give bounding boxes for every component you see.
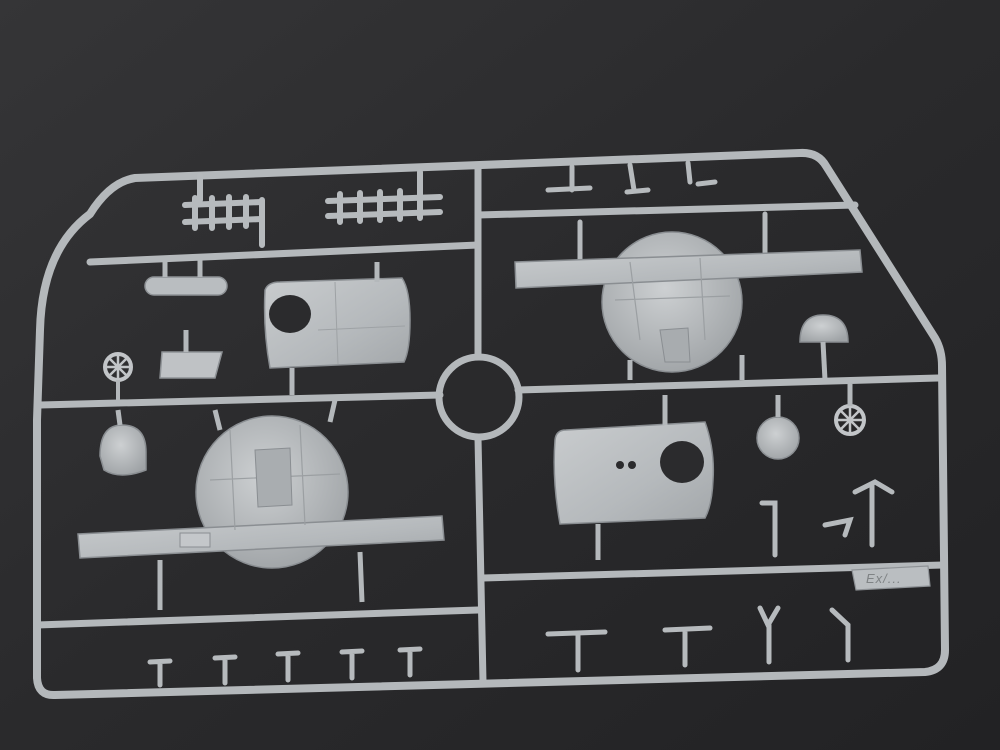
wing-section-right	[514, 231, 863, 380]
handwheel-part	[103, 352, 133, 400]
round-disc-part	[756, 395, 800, 460]
turret-dome-left	[99, 409, 147, 476]
ladder-parts	[182, 169, 443, 248]
small-parts-top-left	[103, 257, 228, 400]
small-parts-top-right	[545, 160, 768, 263]
sprue-frame	[33, 148, 949, 700]
turret-dome-right	[799, 314, 849, 381]
fuselage-panel-left	[263, 262, 411, 395]
handwheel-part-right	[834, 384, 866, 436]
fuselage-panel-right	[553, 395, 715, 560]
wing-section-left	[77, 399, 445, 610]
bottom-row-parts	[147, 605, 851, 688]
manufacturer-mark: Ex/...	[866, 571, 902, 586]
small-parts-bottom-right	[759, 479, 895, 558]
sprue-tab: Ex/...	[851, 565, 931, 591]
